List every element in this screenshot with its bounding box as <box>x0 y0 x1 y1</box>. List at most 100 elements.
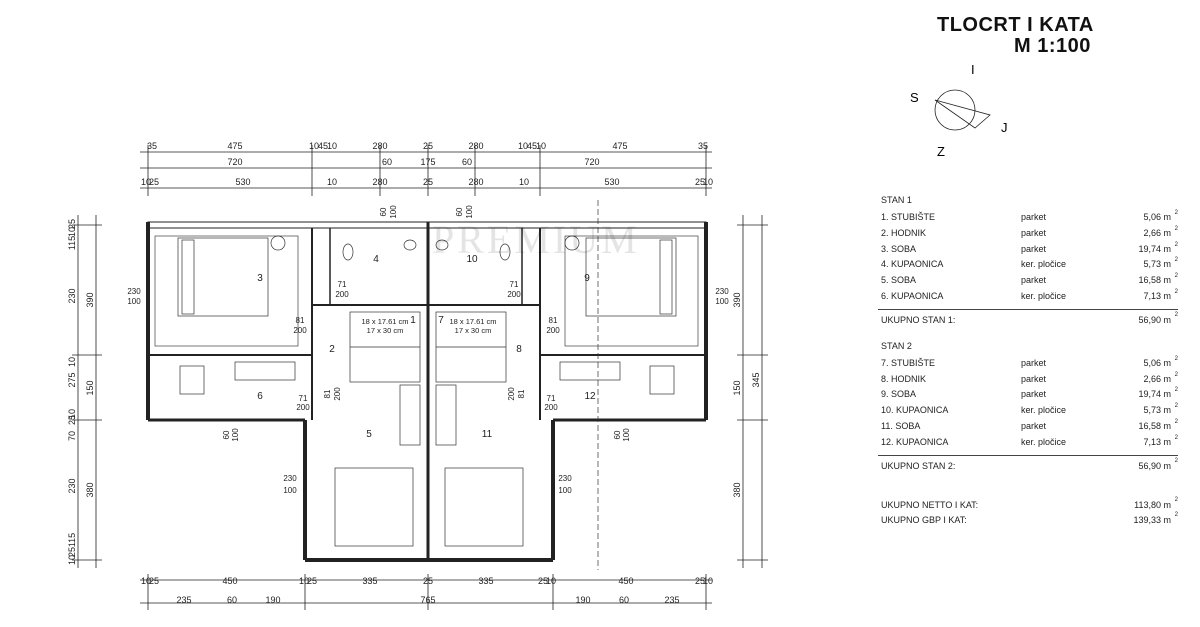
dim-top-2: 720 <box>227 157 242 167</box>
room-name: 10. KUPAONICA <box>881 405 949 416</box>
compass-z: Z <box>937 144 945 159</box>
room-name: 8. HODNIK <box>881 373 927 384</box>
stan2-total: UKUPNO STAN 2: 56,90 m 2 <box>878 458 1178 475</box>
dim-left: 230 <box>67 288 77 303</box>
room-name: 4. KUPAONICA <box>881 259 944 270</box>
stair-labels: 18 x 17.61 cm 17 x 30 cm 18 x 17.61 cm 1… <box>361 317 496 335</box>
sup: 2 <box>1174 311 1178 318</box>
room-number: 4 <box>373 254 379 265</box>
floor-type: parket <box>1021 212 1047 222</box>
compass: S I J Z <box>910 62 1008 159</box>
dim-bottom: 335 <box>362 576 377 586</box>
room-area: 16,58 m <box>1138 420 1171 431</box>
dim-top-3: 10 <box>141 177 151 187</box>
room-number: 3 <box>257 273 263 284</box>
opening-size: 230 <box>127 287 141 296</box>
room-number: 7 <box>438 315 444 326</box>
opening-size: 81 <box>517 389 526 398</box>
netto-total: UKUPNO NETTO I KAT: 113,80 m 2 <box>878 496 1178 514</box>
compass-circle <box>934 89 976 131</box>
scale-label: M 1:100 <box>1014 35 1091 57</box>
area-unit: 2 <box>1174 257 1178 264</box>
total-label: UKUPNO STAN 1: <box>881 314 956 325</box>
floor-plan-drawing <box>72 145 768 610</box>
dim-top: 10 <box>518 141 528 151</box>
dim-bottom-2: 235 <box>176 595 191 605</box>
room-name: 9. SOBA <box>881 389 917 400</box>
room-number: 12 <box>584 391 596 402</box>
floor-type: parket <box>1021 243 1047 254</box>
gbp-value: 139,33 m <box>1133 514 1171 525</box>
stair-label: 18 x 17.61 cm <box>361 317 408 326</box>
dim-top-3: 10 <box>703 177 713 187</box>
room-area: 7,13 m <box>1143 290 1171 301</box>
dim-left: 10 <box>67 555 77 565</box>
floor-type: parket <box>1021 420 1047 431</box>
floor-type: parket <box>1021 227 1047 238</box>
dim-bottom-2: 60 <box>227 595 237 605</box>
dim-left: 115 <box>67 236 77 250</box>
opening-size: 230 <box>558 474 572 483</box>
dim-bottom-2: 190 <box>575 595 590 605</box>
dim-top: 10 <box>309 141 319 151</box>
opening-size: 81 <box>323 389 332 398</box>
area-unit: 2 <box>1174 225 1178 232</box>
dim-right-inner: 150 <box>732 380 742 395</box>
dim-left: 275 <box>67 372 77 387</box>
room-number: 10 <box>466 254 478 265</box>
floor-type: parket <box>1021 357 1047 368</box>
compass-needle-icon <box>934 99 991 129</box>
area-unit: 2 <box>1174 241 1178 248</box>
opening-size: 60 <box>455 207 464 216</box>
opening-size: 81 <box>296 316 305 325</box>
stair-label: 17 x 30 cm <box>367 326 404 335</box>
opening-size: 100 <box>231 428 240 442</box>
room-area: 7,13 m <box>1143 436 1171 447</box>
room-name: 5. SOBA <box>881 275 917 286</box>
divider <box>878 308 1178 310</box>
area-unit: 2 <box>1174 273 1178 280</box>
page-title: TLOCRT I KATA <box>937 14 1094 36</box>
dim-top: 10 <box>536 141 546 151</box>
plan-labels: 35 475 10 45 10 280 25 280 10 45 10 475 … <box>67 141 761 605</box>
room-name: 6. KUPAONICA <box>881 290 944 301</box>
opening-size: 60 <box>613 430 622 439</box>
opening-size: 200 <box>544 403 558 412</box>
dim-top: 45 <box>318 141 328 151</box>
area-unit: 2 <box>1174 387 1178 394</box>
dim-top-3: 530 <box>235 177 250 187</box>
dim-left: 10 <box>67 357 77 367</box>
dim-bottom-2: 190 <box>265 595 280 605</box>
area-unit: 2 <box>1174 418 1178 425</box>
opening-size: 71 <box>510 280 519 289</box>
total-value: 56,90 m <box>1138 460 1171 471</box>
floor-type: ker. pločice <box>1021 405 1067 416</box>
opening-size: 100 <box>715 297 729 306</box>
dim-left: 70 <box>67 431 77 441</box>
opening-size: 200 <box>333 387 342 401</box>
room-number: 9 <box>584 273 590 284</box>
gbp-label: UKUPNO GBP I KAT: <box>881 514 967 525</box>
total-value: 56,90 m <box>1138 314 1171 325</box>
dim-bottom: 10 <box>703 576 713 586</box>
dim-bottom: 25 <box>307 576 317 586</box>
area-unit: 2 <box>1174 355 1178 362</box>
room-area: 19,74 m <box>1138 389 1171 400</box>
stair-label: 17 x 30 cm <box>455 326 492 335</box>
sup: 2 <box>1174 496 1178 503</box>
dim-top: 280 <box>372 141 387 151</box>
room-number: 1 <box>410 315 416 326</box>
dim-left-inner: 390 <box>85 292 95 307</box>
room-name: 1. STUBIŠTE <box>881 212 936 222</box>
floor-type: parket <box>1021 373 1047 384</box>
floor-type: ker. pločice <box>1021 259 1067 270</box>
dim-bottom: 10 <box>299 576 309 586</box>
dim-top: 25 <box>423 141 433 151</box>
netto-value: 113,80 m <box>1134 499 1171 510</box>
